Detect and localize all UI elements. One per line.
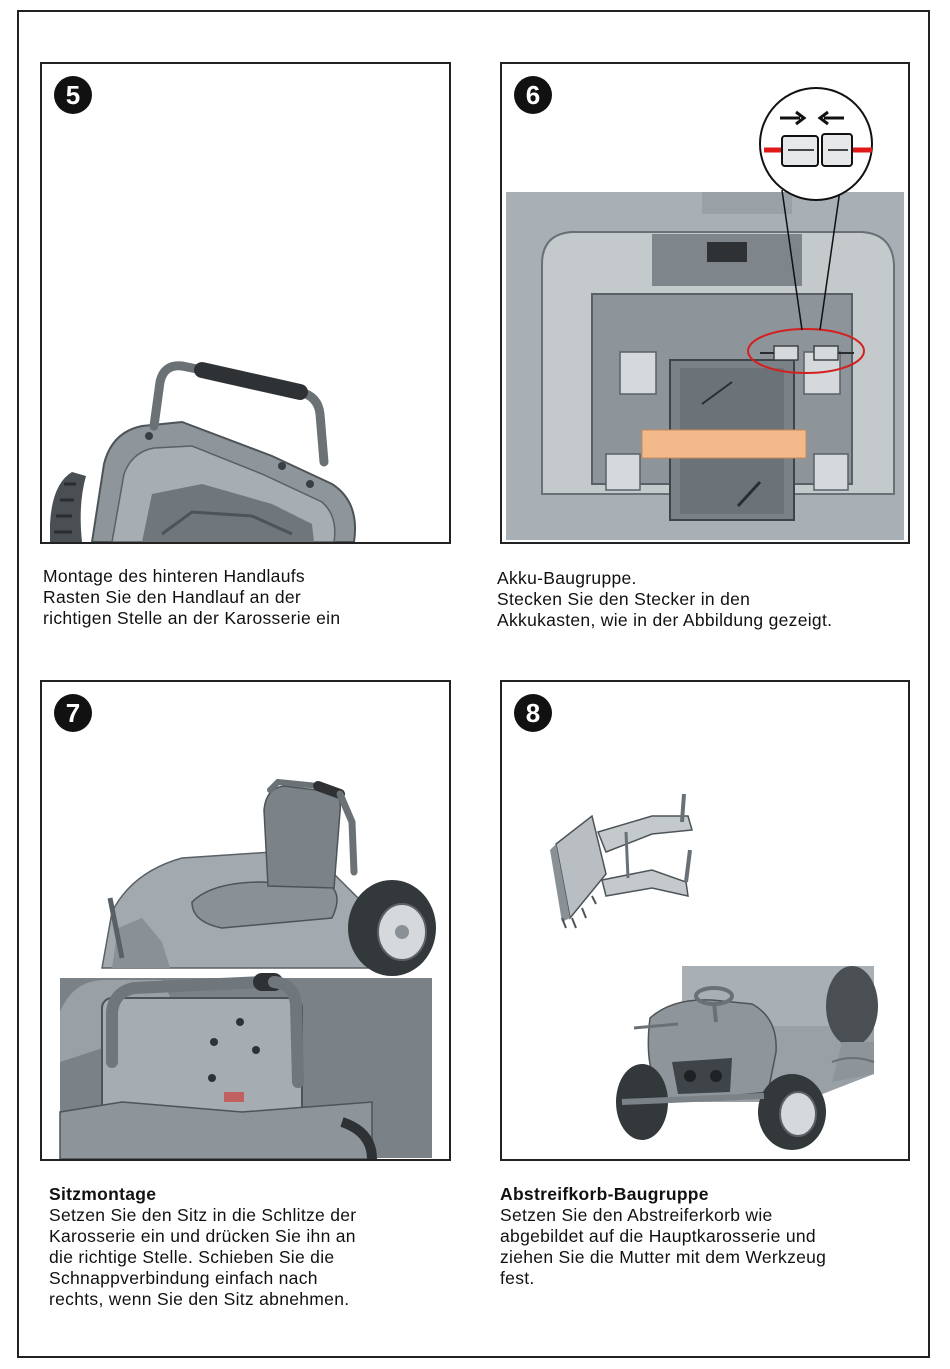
caption-line: ziehen Sie die Mutter mit dem Werkzeug: [500, 1247, 827, 1267]
step-5-illustration: 5: [40, 62, 451, 544]
step-5-badge: 5: [54, 76, 92, 114]
caption-line: abgebildet auf die Hauptkarosserie und: [500, 1226, 816, 1246]
handrail-illustration: [50, 361, 356, 542]
loader-illustration: [550, 793, 878, 1150]
step-7-illustration: 7: [40, 680, 451, 1161]
caption-line: Stecken Sie den Stecker in den: [497, 589, 751, 609]
caption-line: Akku-Baugruppe.: [497, 568, 637, 588]
caption-title: Sitzmontage: [49, 1184, 157, 1204]
page-frame: [17, 10, 930, 1358]
caption-title: Abstreifkorb-Baugruppe: [500, 1184, 709, 1204]
step-8-caption: Abstreifkorb-Baugruppe Setzen Sie den Ab…: [500, 1184, 826, 1289]
step-7-badge: 7: [54, 694, 92, 732]
step-6-illustration: 6: [500, 62, 910, 544]
caption-line: rechts, wenn Sie den Sitz abnehmen.: [49, 1289, 350, 1309]
step-5-caption: Montage des hinteren Handlaufs Rasten Si…: [43, 566, 340, 629]
step-6-badge: 6: [514, 76, 552, 114]
caption-line: Akkukasten, wie in der Abbildung gezeigt…: [497, 610, 833, 630]
caption-line: richtigen Stelle an der Karosserie ein: [43, 608, 341, 628]
step-8-badge: 8: [514, 694, 552, 732]
caption-line: Rasten Sie den Handlauf an der: [43, 587, 302, 607]
step-6-caption: Akku-Baugruppe. Stecken Sie den Stecker …: [497, 568, 832, 631]
seat-illustration: [59, 778, 436, 1159]
step-7-caption: Sitzmontage Setzen Sie den Sitz in die S…: [49, 1184, 356, 1310]
battery-illustration: [506, 87, 904, 540]
caption-line: Setzen Sie den Sitz in die Schlitze der: [49, 1205, 357, 1225]
caption-line: Karosserie ein und drücken Sie ihn an: [49, 1226, 356, 1246]
caption-line: Montage des hinteren Handlaufs: [43, 566, 305, 586]
step-8-illustration: 8: [500, 680, 910, 1161]
caption-line: Schnappverbindung einfach nach: [49, 1268, 318, 1288]
caption-line: die richtige Stelle. Schieben Sie die: [49, 1247, 335, 1267]
caption-line: Setzen Sie den Abstreiferkorb wie: [500, 1205, 773, 1225]
caption-line: fest.: [500, 1268, 535, 1288]
